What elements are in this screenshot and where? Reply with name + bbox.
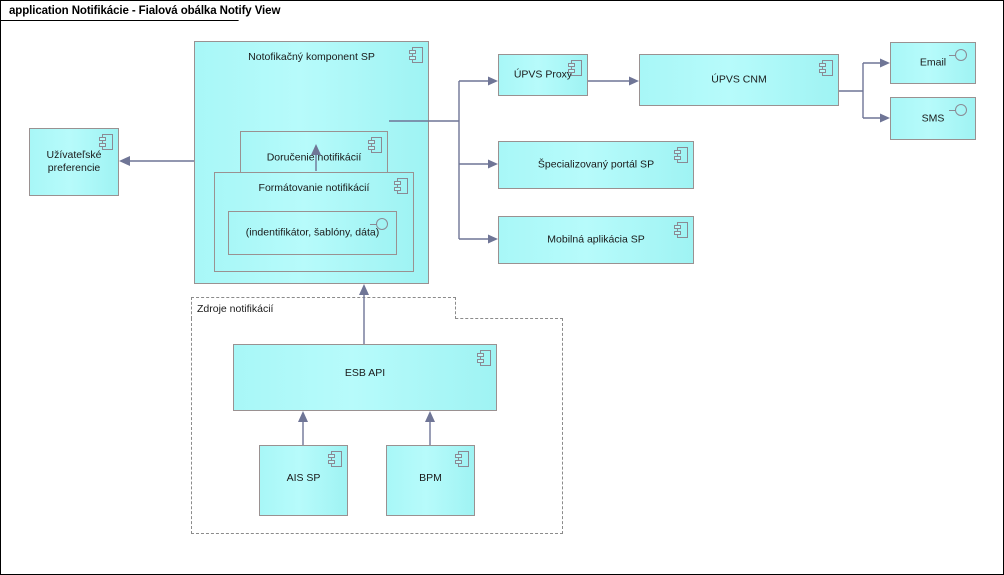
arrowhead-sms — [880, 113, 890, 123]
component-icon — [819, 60, 833, 76]
component-icon — [477, 350, 491, 366]
view-title: application Notifikácie - Fialová obálka… — [1, 1, 307, 20]
component-user-preferences[interactable]: Užívateľské preferencie — [29, 128, 119, 196]
component-upvs-cnm-label: ÚPVS CNM — [711, 73, 767, 86]
component-icon — [674, 222, 688, 238]
component-sms-label: SMS — [921, 112, 945, 124]
arrowhead-upvs-proxy — [488, 76, 498, 86]
component-mobile-app-label: Mobilná aplikácia SP — [547, 233, 645, 246]
component-icon — [368, 137, 382, 153]
provided-interface-icon — [949, 49, 969, 62]
component-template-data-label: (indentifikátor, šablóny, dáta) — [245, 226, 380, 239]
component-email[interactable]: Email — [890, 42, 976, 84]
component-upvs-proxy[interactable]: ÚPVS Proxy — [498, 54, 588, 96]
arrowhead-specialized-portal — [488, 159, 498, 169]
component-notification-component-label: Notofikačný komponent SP — [248, 51, 375, 63]
component-ais-sp[interactable]: AIS SP — [259, 445, 348, 516]
arrowhead-mobile-app — [488, 234, 498, 244]
component-mobile-app[interactable]: Mobilná aplikácia SP — [498, 216, 694, 264]
component-specialized-portal[interactable]: Špecializovaný portál SP — [498, 141, 694, 189]
component-upvs-proxy-label: ÚPVS Proxy — [513, 68, 573, 81]
component-notification-component[interactable]: Notofikačný komponent SP Doručenie notif… — [194, 41, 429, 284]
component-bpm[interactable]: BPM — [386, 445, 475, 516]
provided-interface-icon — [370, 218, 390, 231]
component-formatting[interactable]: Formátovanie notifikácií (indentifikátor… — [214, 172, 414, 272]
component-upvs-cnm[interactable]: ÚPVS CNM — [639, 54, 839, 106]
component-delivery-label: Doručenie notifikácií — [266, 151, 362, 164]
component-esb-api[interactable]: ESB API — [233, 344, 497, 411]
component-icon — [99, 134, 113, 150]
group-notification-sources-label: Zdroje notifikácií — [197, 303, 274, 315]
arrowhead-user-preferences — [119, 156, 130, 166]
component-user-preferences-label: Užívateľské preferencie — [46, 149, 102, 174]
component-icon — [568, 60, 582, 76]
group-notification-sources-tab — [191, 297, 456, 319]
component-email-label: Email — [919, 56, 947, 69]
component-specialized-portal-label: Špecializovaný portál SP — [537, 158, 655, 171]
component-bpm-label: BPM — [419, 472, 442, 484]
component-icon — [394, 178, 408, 194]
component-icon — [328, 451, 342, 467]
component-icon — [409, 47, 423, 63]
arrowhead-upvs-cnm — [629, 76, 639, 86]
component-formatting-label: Formátovanie notifikácií — [258, 182, 370, 194]
component-sms[interactable]: SMS — [890, 97, 976, 140]
component-template-data[interactable]: (indentifikátor, šablóny, dáta) — [228, 211, 397, 255]
component-esb-api-label: ESB API — [344, 367, 386, 379]
component-icon — [455, 451, 469, 467]
component-ais-sp-label: AIS SP — [286, 472, 321, 484]
arrowhead-notification-component — [359, 284, 369, 295]
arrowhead-email — [880, 58, 890, 68]
component-icon — [674, 147, 688, 163]
provided-interface-icon — [949, 104, 969, 117]
